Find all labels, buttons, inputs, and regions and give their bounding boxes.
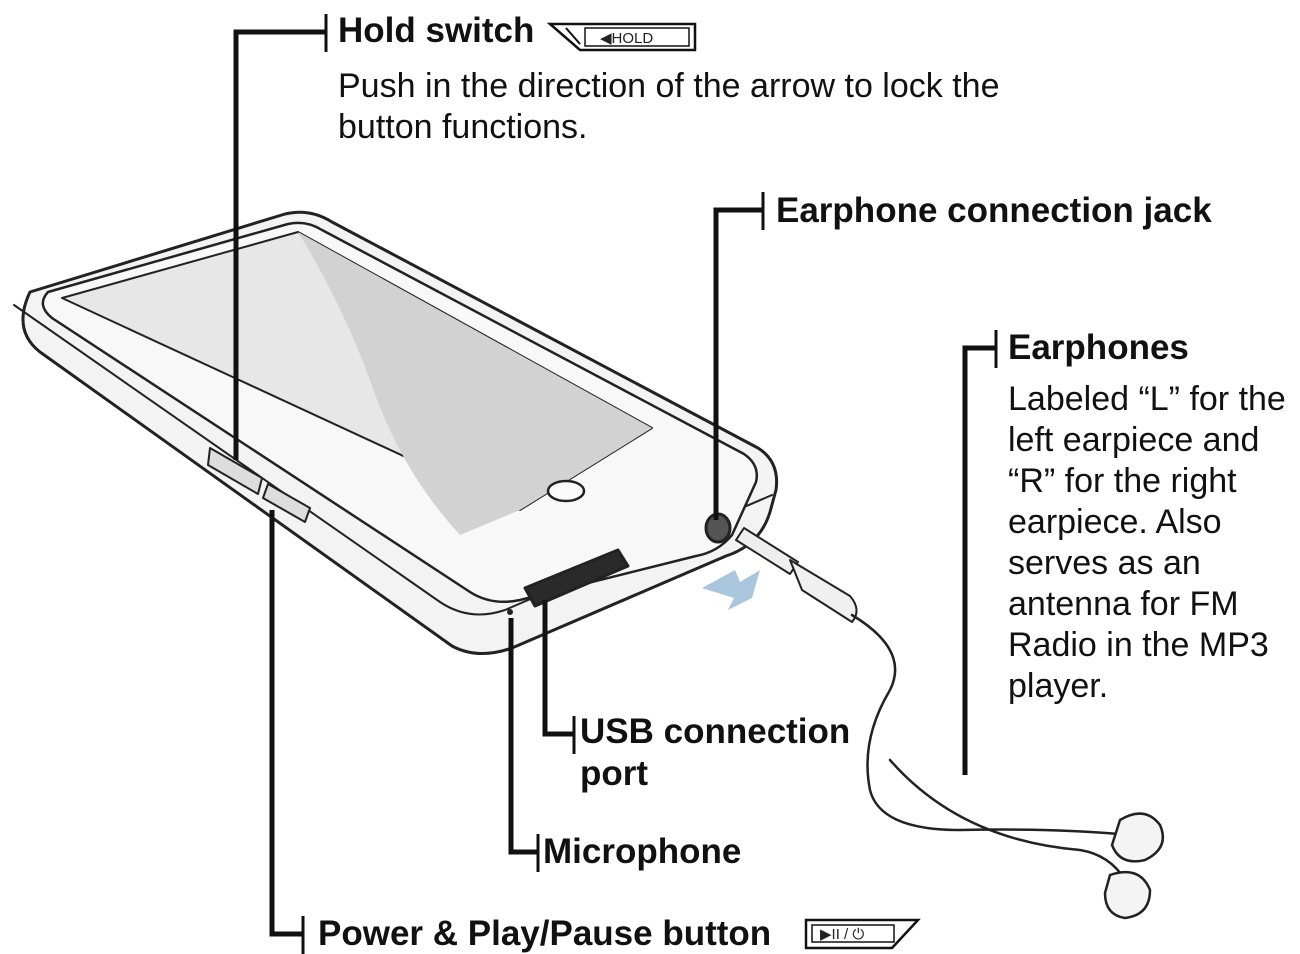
power-button-slot <box>262 483 311 523</box>
leader-usb <box>542 600 574 737</box>
hold-switch-label: Hold switch <box>338 11 535 50</box>
leader-hold <box>233 29 325 460</box>
hold-badge-icon: ◀HOLD <box>546 22 697 52</box>
leader-mic <box>508 618 538 855</box>
plug-body <box>789 559 858 623</box>
screen-reflection <box>298 232 652 535</box>
earphone-plug <box>735 527 799 575</box>
leader-earphones <box>962 345 996 775</box>
insert-arrow <box>702 570 760 610</box>
home-button <box>546 479 586 503</box>
device-side <box>13 304 773 616</box>
hold-switch-description: Push in the direction of the arrow to lo… <box>338 67 1000 146</box>
power-button-label: Power & Play/Pause button <box>318 914 772 953</box>
microphone-label: Microphone <box>543 832 742 871</box>
earbud-left <box>1103 870 1152 920</box>
earphone-cable <box>850 613 1132 837</box>
hold-switch-slot <box>207 447 263 495</box>
hold-badge-text: ◀HOLD <box>600 30 653 47</box>
earphones-description: Labeled “L” for the left earpiece and “R… <box>1008 380 1286 705</box>
microphone-hole <box>507 609 513 615</box>
power-badge-icon: ▶II / ⏻ <box>804 918 921 950</box>
earphone-cable-2 <box>888 758 1127 882</box>
leader-jack <box>713 207 762 520</box>
earbud-right <box>1110 812 1165 863</box>
leader-power <box>269 510 303 937</box>
earphones-label: Earphones <box>1008 328 1189 367</box>
power-badge-text: ▶II / ⏻ <box>820 926 864 943</box>
usb-port <box>523 548 630 608</box>
usb-port-label: USB connection port <box>580 712 851 793</box>
earphone-jack-label: Earphone connection jack <box>776 191 1212 230</box>
